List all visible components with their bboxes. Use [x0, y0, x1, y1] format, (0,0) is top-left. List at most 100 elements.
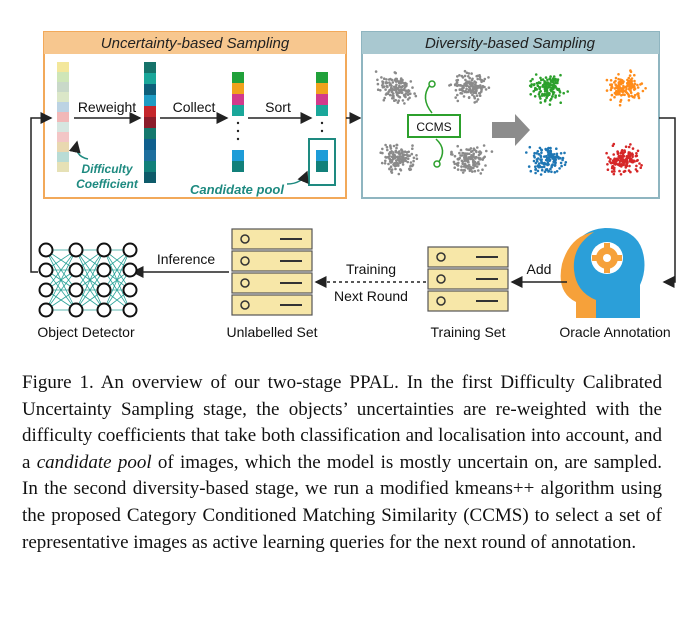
- cluster-point: [628, 86, 631, 90]
- cluster-point: [450, 150, 453, 154]
- cluster-point: [534, 171, 537, 175]
- reweighted-score-column: [144, 62, 156, 183]
- uncertainty-panel-title: Uncertainty-based Sampling: [101, 35, 290, 52]
- cluster-point: [473, 80, 476, 83]
- cluster-point: [476, 98, 480, 101]
- cluster-point: [388, 89, 392, 92]
- cluster-point: [544, 83, 548, 86]
- cluster-point: [543, 170, 547, 173]
- cluster-point: [605, 78, 609, 82]
- cluster-point: [392, 144, 396, 148]
- cluster-point: [629, 170, 632, 174]
- cluster-point: [534, 165, 537, 168]
- cluster-point: [618, 82, 622, 85]
- network-node: [38, 282, 54, 298]
- cluster-point: [638, 162, 641, 165]
- cluster-point: [628, 74, 632, 77]
- cluster-point: [537, 93, 541, 96]
- network-node: [122, 302, 138, 318]
- cluster-point: [644, 87, 647, 90]
- cluster-point: [534, 86, 537, 90]
- cluster-point: [401, 163, 405, 166]
- collect-label: Collect: [173, 99, 216, 115]
- cluster-point: [382, 77, 386, 80]
- object-detector-label: Object Detector: [37, 324, 135, 340]
- cluster-point: [381, 147, 384, 151]
- cluster-point: [628, 164, 631, 168]
- cluster-point: [411, 147, 414, 150]
- network-edge: [45, 269, 77, 311]
- cluster-point: [551, 83, 554, 87]
- figure-caption: Figure 1. An overview of our two-stage P…: [22, 370, 662, 556]
- cluster-point: [547, 170, 550, 173]
- cluster-point: [613, 81, 616, 84]
- cluster-point: [395, 92, 399, 96]
- cluster-point: [472, 152, 476, 155]
- ccms-box: [407, 114, 461, 138]
- network-node: [38, 302, 54, 318]
- cluster-point: [620, 79, 624, 82]
- cluster-point: [631, 153, 634, 157]
- cluster-point: [614, 93, 618, 96]
- cluster-point: [629, 78, 633, 82]
- cluster-point: [614, 86, 618, 89]
- cluster-point: [534, 73, 538, 76]
- cluster-point: [637, 94, 640, 98]
- cluster-point: [475, 100, 478, 103]
- cluster-point: [463, 159, 467, 163]
- cluster-point: [409, 161, 413, 164]
- caption-emphasis: candidate pool: [36, 451, 152, 473]
- cluster-point: [395, 164, 398, 167]
- cluster-point: [475, 86, 478, 89]
- cluster-point: [397, 88, 401, 92]
- cluster-point: [383, 162, 387, 165]
- cluster-point: [402, 154, 405, 157]
- cluster-point: [379, 89, 382, 92]
- cluster-point: [639, 166, 642, 169]
- cluster-point: [553, 171, 557, 174]
- cluster-point: [410, 152, 414, 156]
- caption-suffix: of images, which the model is mostly unc…: [22, 451, 662, 553]
- cluster-point: [385, 145, 389, 149]
- difficulty-label: Difficulty: [81, 162, 133, 176]
- cluster-point: [471, 149, 474, 153]
- cluster-point: [462, 95, 466, 98]
- cluster-point: [633, 73, 636, 77]
- cluster-point: [467, 96, 471, 99]
- cluster-point: [474, 156, 477, 159]
- cluster-point: [403, 94, 407, 97]
- cluster-point: [374, 70, 378, 73]
- training-set-label: Training Set: [431, 324, 506, 340]
- cluster-point: [558, 94, 561, 97]
- network-node: [68, 282, 84, 298]
- cluster-point: [390, 90, 394, 94]
- cluster-point: [620, 165, 623, 168]
- cluster-point: [399, 90, 403, 94]
- cluster-point: [537, 152, 541, 156]
- cluster-point: [564, 161, 568, 164]
- cluster-point: [557, 155, 560, 159]
- cluster-point: [472, 147, 476, 150]
- cluster-point: [536, 165, 540, 168]
- cluster-point: [482, 79, 486, 83]
- cluster-point: [612, 153, 615, 156]
- cluster-point: [479, 84, 482, 87]
- cluster-point: [398, 84, 401, 88]
- cluster-point: [465, 90, 469, 94]
- cluster-point: [394, 167, 397, 171]
- cluster-point: [457, 83, 461, 87]
- cluster-point: [543, 161, 546, 165]
- cluster-point: [562, 91, 565, 95]
- cluster-point: [529, 93, 532, 96]
- cluster-point: [539, 173, 543, 176]
- cluster-point: [459, 91, 462, 95]
- cluster-point: [622, 84, 625, 88]
- cluster-point: [449, 83, 453, 86]
- cluster-point: [617, 84, 621, 88]
- cluster-point: [409, 165, 412, 168]
- coefficient-label: Coefficient: [76, 177, 139, 191]
- cluster-point: [407, 150, 411, 154]
- cluster-point: [623, 161, 626, 164]
- cluster-point: [617, 77, 620, 81]
- cluster-point: [532, 83, 536, 87]
